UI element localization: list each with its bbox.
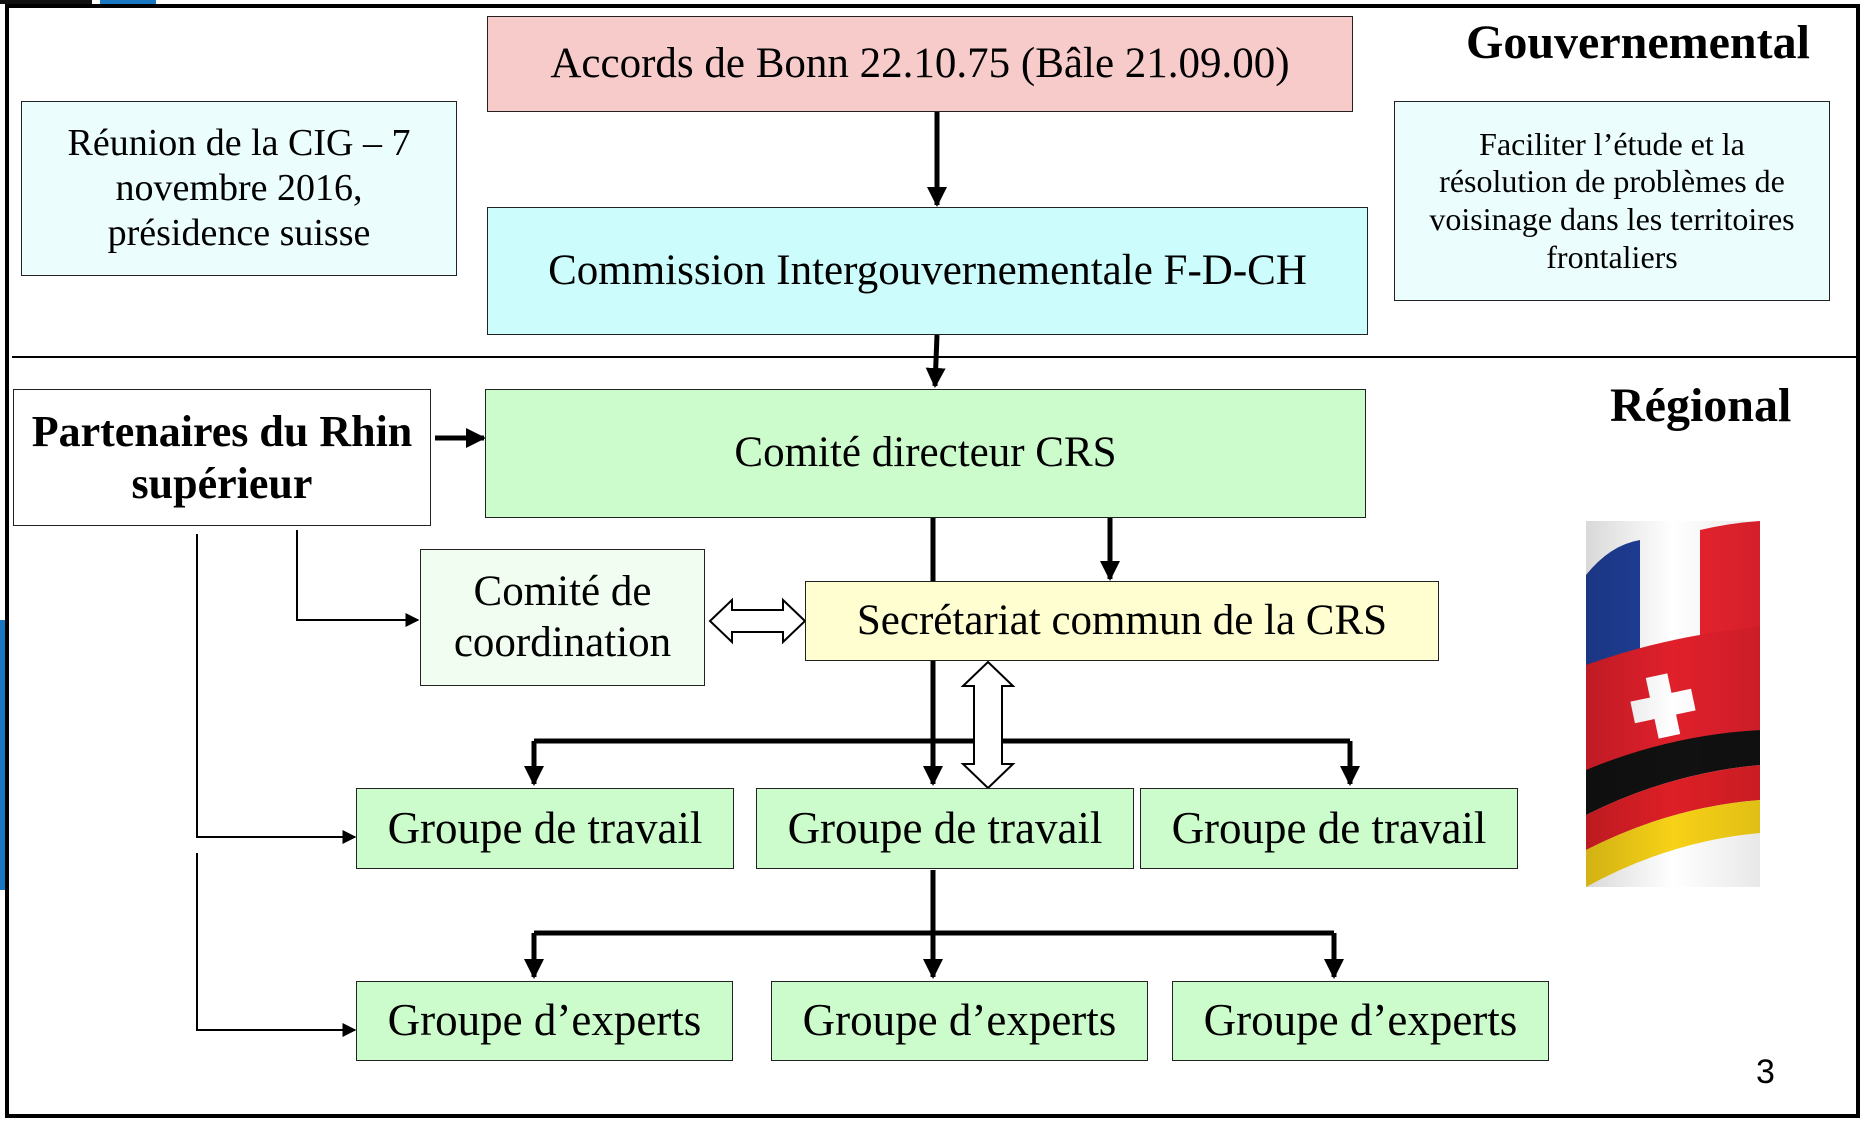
- expert-group-box: Groupe d’experts: [1172, 981, 1549, 1061]
- joint-secretariat-box: Secrétariat commun de la CRS: [805, 581, 1439, 661]
- partners-box: Partenaires du Rhin supérieur: [13, 389, 431, 526]
- working-group-box: Groupe de travail: [756, 788, 1134, 869]
- connector-partners-to-expert-groups: [196, 853, 357, 1037]
- connector-partners-to-working-groups: [196, 534, 357, 844]
- window-edge-left: [0, 620, 5, 890]
- connector-partners-to-coordination: [296, 530, 420, 627]
- double-arrow-coordination-secretariat: [708, 597, 807, 645]
- window-edge-dark: [0, 0, 92, 4]
- commission-box: Commission Intergouvernementale F-D-CH: [487, 207, 1368, 335]
- steering-committee-box: Comité directeur CRS: [485, 389, 1366, 518]
- section-label-governmental: Gouvernemental: [1466, 16, 1810, 69]
- flag-ribbon-icon: [1586, 521, 1760, 887]
- cig-meeting-box: Réunion de la CIG – 7 novembre 2016, pré…: [21, 101, 457, 276]
- working-group-box: Groupe de travail: [1140, 788, 1518, 869]
- arrow-commission-to-steering: [925, 334, 946, 388]
- double-arrow-secretariat-working-group: [960, 660, 1016, 790]
- slide-frame: [5, 4, 1860, 1118]
- page-number: 3: [1756, 1053, 1775, 1091]
- expert-group-box: Groupe d’experts: [771, 981, 1148, 1061]
- mission-box: Faciliter l’étude et la résolution de pr…: [1394, 101, 1830, 301]
- accords-box: Accords de Bonn 22.10.75 (Bâle 21.09.00): [487, 16, 1353, 112]
- section-label-regional: Régional: [1610, 379, 1792, 432]
- working-group-box: Groupe de travail: [356, 788, 734, 869]
- coordination-committee-box: Comité de coordination: [420, 549, 705, 686]
- window-edge-blue: [100, 0, 156, 4]
- expert-group-box: Groupe d’experts: [356, 981, 733, 1061]
